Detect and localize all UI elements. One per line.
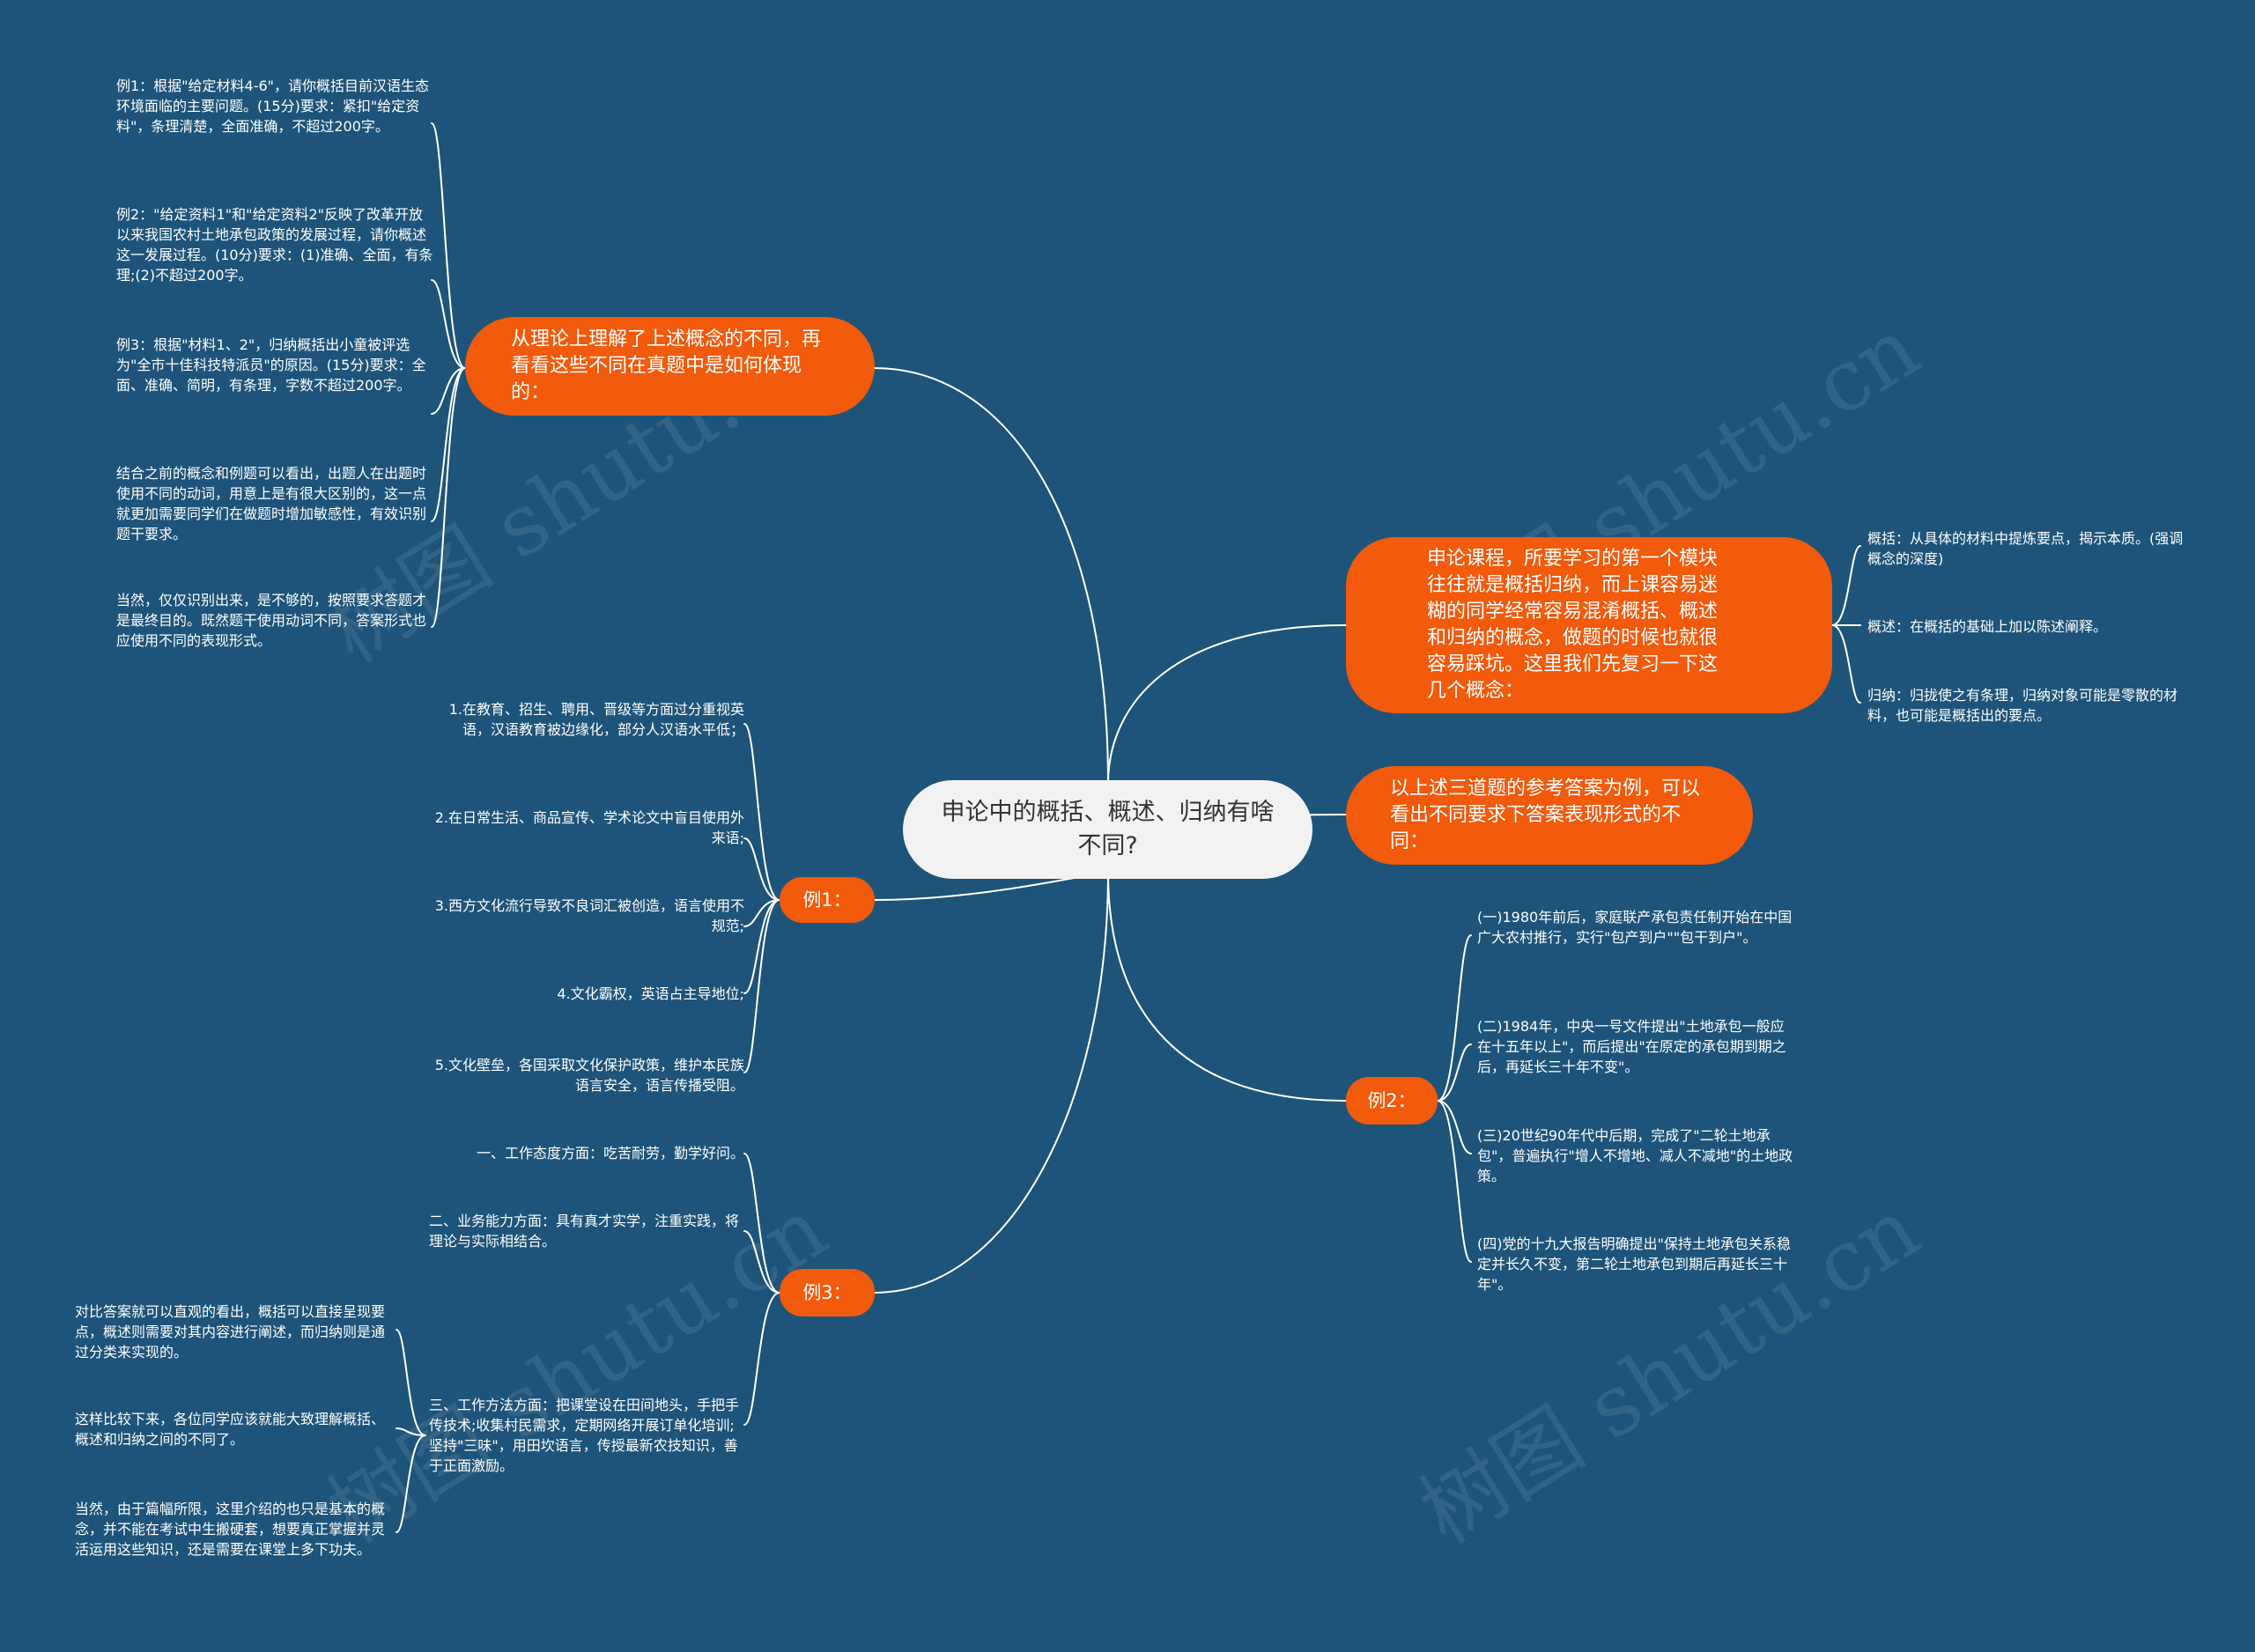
theory-item-2: 例2："给定资料1"和"给定资料2"反映了改革开放以来我国农村土地承包政策的发展… [116, 206, 433, 284]
example-2-item: (四)党的十九大报告明确提出"保持土地承包关系稳定并长久不变，第二轮土地承包到期… [1477, 1235, 1791, 1293]
method-item-2: 这样比较下来，各位同学应该就能大致理解概括、概述和归纳之间的不同了。 [75, 1411, 386, 1448]
example-1-item: 1.在教育、招生、聘用、晋级等方面过分重视英语，汉语教育被边缘化，部分人汉语水平… [448, 701, 744, 738]
theory-item-5: 当然，仅仅识别出来，是不够的，按照要求答题才是最终目的。既然题干使用动词不同，答… [116, 592, 427, 649]
theory-item-1: 例1：根据"给定材料4-6"，请你概括目前汉语生态环境面临的主要问题。(15分)… [116, 77, 430, 135]
concept-item-3: 归纳：归拢使之有条理，归纳对象可能是零散的材料，也可能是概括出的要点。 [1867, 687, 2178, 724]
link-theory-leaves [431, 122, 466, 628]
example-3-item: 一、工作态度方面：吃苦耐劳，勤学好问。 [476, 1145, 744, 1162]
link-method-leaves [396, 1329, 426, 1533]
example-1-tag[interactable]: 例1： [780, 877, 875, 923]
example-1-item: 5.文化壁垒，各国采取文化保护政策，维护本民族语言安全，语言传播受阻。 [434, 1057, 744, 1094]
link-ex2-leaves [1437, 934, 1472, 1263]
example-1-item: 4.文化霸权，英语占主导地位; [557, 985, 744, 1002]
method-item-3: 当然，由于篇幅所限，这里介绍的也只是基本的概念，并不能在考试中生搬硬套，想要真正… [75, 1501, 386, 1558]
branch-concepts[interactable]: 申论课程，所要学习的第一个模块往往就是概括归纳，而上课容易迷糊的同学经常容易混淆… [1346, 537, 1832, 713]
link-ex1-leaves [743, 723, 780, 1073]
example-2-tag[interactable]: 例2： [1346, 1077, 1438, 1125]
example-3-item: 三、工作方法方面：把课堂设在田间地头，手把手传技术;收集村民需求，定期网络开展订… [429, 1397, 740, 1474]
method-item-1: 对比答案就可以直观的看出，概括可以直接呈现要点，概述则需要对其内容进行阐述，而归… [75, 1303, 386, 1361]
link-ex3-leaves [743, 1153, 780, 1426]
link-root-ex2 [1107, 871, 1347, 1102]
concept-item-1: 概括：从具体的材料中提炼要点，揭示本质。(强调概念的深度) [1867, 530, 2184, 567]
link-root-theory [873, 367, 1109, 785]
concept-item-2: 概述：在概括的基础上加以陈述阐释。 [1867, 618, 2108, 635]
example-1-item: 2.在日常生活、商品宣传、学术论文中盲目使用外来语; [434, 809, 744, 846]
example-2-item: (二)1984年，中央一号文件提出"土地承包一般应在十五年以上"，而后提出"在原… [1477, 1018, 1786, 1075]
example-3-tag[interactable]: 例3： [780, 1269, 875, 1316]
theory-item-4: 结合之前的概念和例题可以看出，出题人在出题时使用不同的动词，用意上是有很大区别的… [116, 465, 427, 542]
branch-answers[interactable]: 以上述三道题的参考答案为例，可以看出不同要求下答案表现形式的不同： [1346, 766, 1753, 865]
example-2-item: (一)1980年前后，家庭联产承包责任制开始在中国广大农村推行，实行"包产到户"… [1477, 909, 1793, 946]
link-root-concepts [1107, 624, 1347, 785]
link-root-ex3 [873, 871, 1109, 1294]
example-3-item: 二、业务能力方面：具有真才实学，注重实践，将理论与实际相结合。 [429, 1213, 740, 1250]
branch-theory[interactable]: 从理论上理解了上述概念的不同，再看看这些不同在真题中是如何体现的： [465, 317, 875, 416]
link-concepts-leaves [1831, 545, 1861, 704]
root-topic[interactable]: 申论中的概括、概述、归纳有啥不同? [903, 780, 1312, 879]
example-1-item: 3.西方文化流行导致不良词汇被创造，语言使用不规范; [434, 897, 744, 934]
theory-item-3: 例3：根据"材料1、2"，归纳概括出小童被评选为"全市十佳科技特派员"的原因。(… [116, 336, 426, 394]
example-2-item: (三)20世纪90年代中后期，完成了"二轮土地承包"，普遍执行"增人不增地、减人… [1477, 1127, 1793, 1184]
